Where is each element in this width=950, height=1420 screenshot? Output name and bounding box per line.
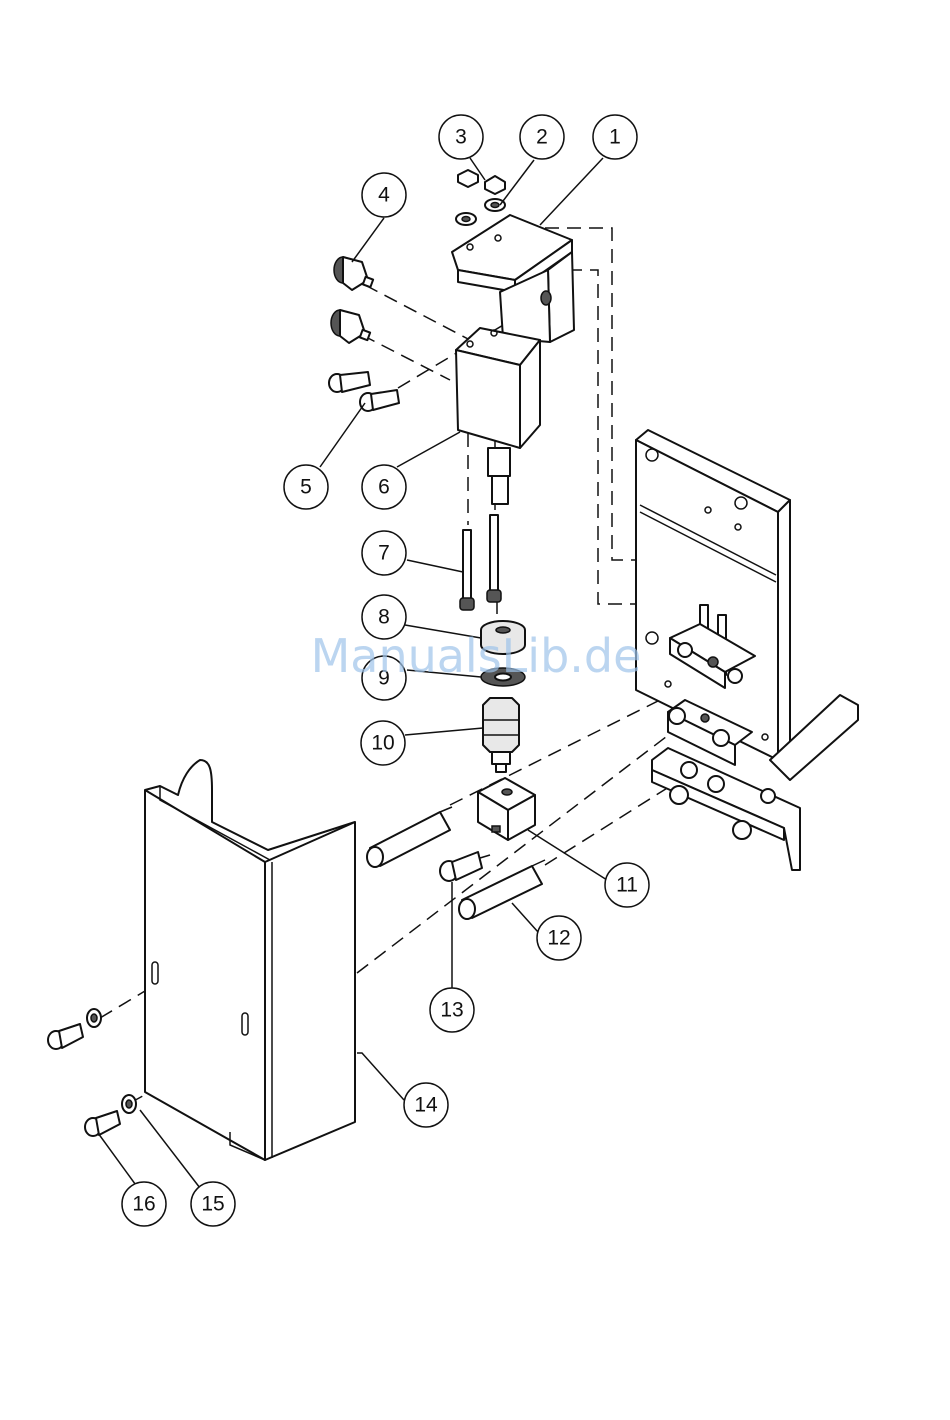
svg-text:7: 7 [378, 542, 390, 565]
part-14-cover [145, 760, 355, 1160]
part-10-coupling [483, 698, 519, 772]
part-4-spring-plungers [331, 257, 373, 343]
svg-text:12: 12 [547, 927, 570, 950]
callout-14: 14 [404, 1083, 448, 1127]
svg-text:4: 4 [378, 184, 390, 207]
svg-text:2: 2 [536, 126, 548, 149]
part-15-16-screws-washers [48, 1009, 136, 1136]
callout-10: 10 [361, 721, 405, 765]
part-1-top-bracket [452, 215, 574, 342]
svg-text:13: 13 [440, 999, 463, 1022]
callout-3: 3 [439, 115, 483, 159]
callout-6: 6 [362, 465, 406, 509]
watermark-text: ManualsLib.de [311, 629, 642, 683]
callout-4: 4 [362, 173, 406, 217]
base-plate-assembly [636, 430, 858, 870]
svg-text:10: 10 [371, 732, 394, 755]
svg-text:6: 6 [378, 476, 390, 499]
svg-text:15: 15 [201, 1193, 224, 1216]
callout-5: 5 [284, 465, 328, 509]
callout-1: 1 [593, 115, 637, 159]
callout-16: 16 [122, 1182, 166, 1226]
svg-text:1: 1 [609, 126, 621, 149]
callout-2: 2 [520, 115, 564, 159]
svg-text:3: 3 [455, 126, 467, 149]
svg-text:8: 8 [378, 606, 390, 629]
svg-text:11: 11 [616, 874, 638, 897]
callout-12: 12 [537, 916, 581, 960]
part-2-3-nuts-washers [456, 170, 505, 225]
callout-13: 13 [430, 988, 474, 1032]
svg-text:14: 14 [414, 1094, 438, 1117]
callout-15: 15 [191, 1182, 235, 1226]
svg-text:16: 16 [132, 1193, 155, 1216]
callout-7: 7 [362, 531, 406, 575]
part-11-block [478, 778, 535, 840]
callout-11: 11 [605, 863, 649, 907]
part-7-long-screws [460, 515, 501, 610]
svg-text:5: 5 [300, 476, 312, 499]
